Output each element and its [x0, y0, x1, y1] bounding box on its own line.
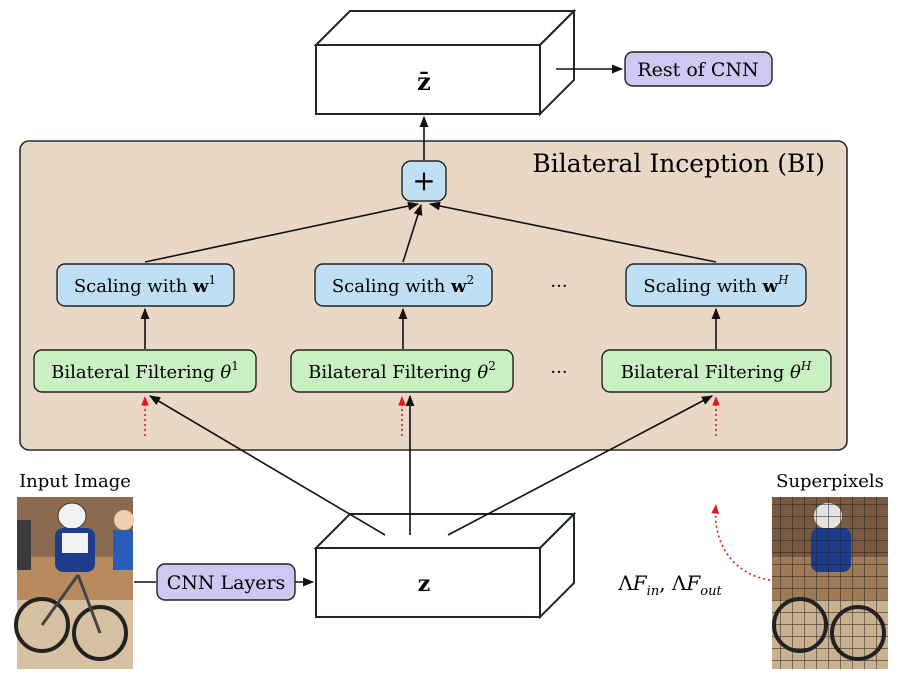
filtering-label-2: Bilateral Filtering θ2 [308, 359, 496, 383]
z-symbol: z [418, 571, 431, 597]
scaling-box-2: Scaling with w2 [314, 263, 493, 307]
superpixels-thumbnail [772, 497, 888, 669]
sum-symbol: + [412, 164, 435, 197]
bottom-feature-block: z [313, 511, 577, 620]
filtering-box-2: Bilateral Filtering θ2 [290, 349, 514, 393]
filtering-box-1: Bilateral Filtering θ1 [33, 349, 257, 393]
rest-of-cnn-box: Rest of CNN [624, 51, 773, 87]
input-image-thumbnail [14, 497, 134, 669]
rest-of-cnn-label: Rest of CNN [637, 59, 758, 81]
lambda-features-label: ΛFin, ΛFout [617, 571, 722, 599]
cnn-layers-box: CNN Layers [156, 563, 296, 601]
sum-node: + [401, 160, 447, 202]
filtering-box-h: Bilateral Filtering θH [601, 349, 832, 393]
ellipsis-scaling: ··· [550, 276, 567, 297]
red-arrow-superpixels [711, 504, 771, 581]
ellipsis-filtering: ··· [550, 362, 567, 383]
cnn-layers-label: CNN Layers [167, 572, 286, 594]
arrow-scaling-2-to-sum [402, 203, 423, 263]
superpixels-label: Superpixels [776, 471, 884, 492]
filtering-label-h: Bilateral Filtering θH [621, 359, 812, 383]
input-image-label: Input Image [19, 471, 131, 492]
scaling-box-h: Scaling with wH [625, 263, 807, 307]
arrow-z-to-filter-h [447, 395, 713, 536]
z-bar-symbol: z̄ [417, 67, 431, 96]
scaling-label-h: Scaling with wH [643, 273, 789, 297]
scaling-box-1: Scaling with w1 [56, 263, 235, 307]
filtering-label-1: Bilateral Filtering θ1 [51, 359, 239, 383]
scaling-label-1: Scaling with w1 [74, 273, 216, 297]
scaling-label-2: Scaling with w2 [332, 273, 474, 297]
arrow-scaling-h-to-sum [428, 201, 717, 263]
arrow-scaling-1-to-sum [144, 201, 420, 263]
top-feature-block: z̄ [313, 8, 577, 117]
arrow-z-to-filter-1 [149, 395, 386, 536]
bi-title: Bilateral Inception (BI) [532, 149, 825, 178]
